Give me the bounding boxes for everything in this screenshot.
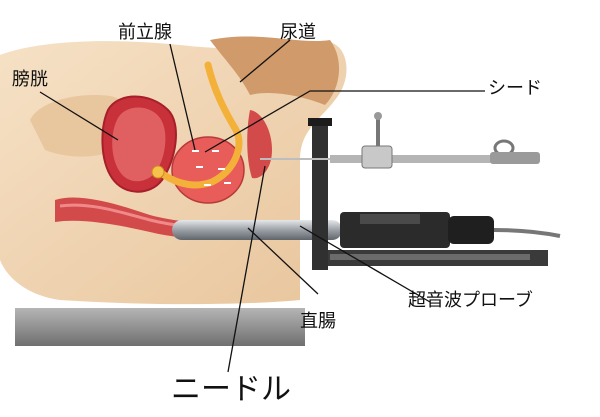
probe-body-highlight [360, 214, 420, 224]
label-rectum: 直腸 [300, 313, 336, 331]
applicator-plunger [490, 152, 540, 164]
table-base [15, 308, 305, 346]
stepper-rail-scale [330, 254, 530, 260]
applicator-block [362, 146, 392, 168]
label-ultrasound-probe: 超音波プローブ [408, 292, 533, 310]
urethra-balloon [152, 166, 164, 178]
probe-handle [448, 216, 494, 244]
applicator-handle-knob [374, 112, 382, 120]
label-urethra: 尿道 [280, 24, 316, 42]
probe-cable [494, 230, 560, 236]
label-prostate: 前立腺 [118, 24, 172, 42]
template-top [308, 118, 332, 126]
prostate [172, 137, 244, 203]
label-needle: ニードル [171, 375, 291, 405]
template-post [312, 120, 328, 270]
label-bladder: 膀胱 [12, 71, 48, 89]
label-seed: シード [488, 80, 542, 98]
